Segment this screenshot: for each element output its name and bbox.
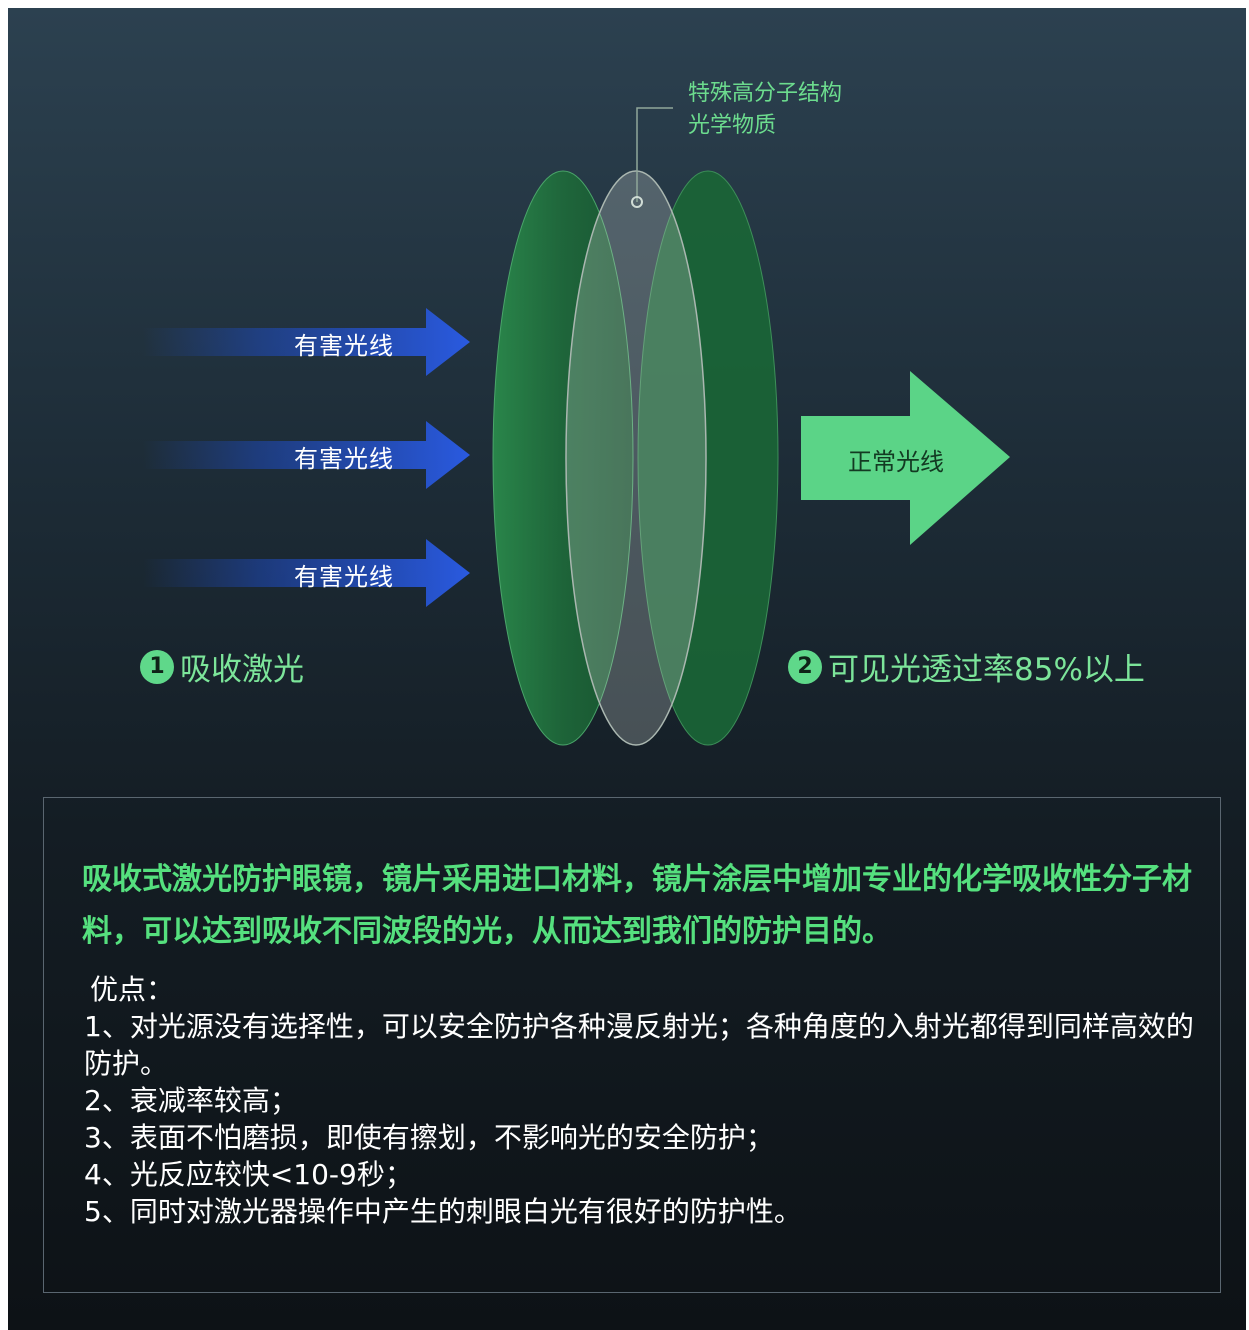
- advantage-item-4: 4、光反应较快<10-9秒；: [84, 1158, 413, 1191]
- diagram-panel: 特殊高分子结构 光学物质 有害光线 有害光线 有害光线 正常光线 1 吸收激光 …: [8, 8, 1246, 1330]
- advantage-item-3: 3、表面不怕磨损，即使有擦划，不影响光的安全防护；: [84, 1121, 774, 1154]
- incoming-arrow-2: [143, 421, 470, 489]
- incoming-arrow-label-3: 有害光线: [294, 563, 394, 591]
- step-1-number-badge: 1: [140, 649, 174, 684]
- step-2-label: 可见光透过率85%以上: [828, 652, 1145, 688]
- incoming-arrow-3: [143, 539, 470, 607]
- advantage-item-1: 1、对光源没有选择性，可以安全防护各种漫反射光；各种角度的入射光都得到同样高效的…: [84, 1010, 1194, 1080]
- headline-text: 吸收式激光防护眼镜，镜片采用进口材料，镜片涂层中增加专业的化学吸收性分子材料，可…: [82, 862, 1192, 949]
- advantages-list: 1、对光源没有选择性，可以安全防护各种漫反射光；各种角度的入射光都得到同样高效的…: [84, 1008, 1194, 1230]
- advantage-item-5: 5、同时对激光器操作中产生的刺眼白光有很好的防护性。: [84, 1195, 802, 1228]
- outgoing-arrow: [801, 371, 1010, 545]
- step-1-label: 吸收激光: [180, 652, 304, 688]
- description-box: 吸收式激光防护眼镜，镜片采用进口材料，镜片涂层中增加专业的化学吸收性分子材料，可…: [43, 797, 1221, 1293]
- lens-front-layer: [492, 170, 634, 746]
- diagram-graphics: [143, 107, 1010, 746]
- callout-line-2: 光学物质: [688, 113, 777, 138]
- lens-diagram: 特殊高分子结构 光学物质 有害光线 有害光线 有害光线 正常光线 1 吸收激光 …: [8, 8, 1246, 798]
- callout-line-1: 特殊高分子结构: [688, 81, 843, 106]
- step-1: 1 吸收激光: [140, 644, 304, 689]
- advantage-item-2: 2、衰减率较高；: [84, 1084, 298, 1117]
- incoming-arrow-1: [143, 308, 470, 376]
- incoming-arrow-label-1: 有害光线: [294, 332, 394, 360]
- incoming-arrow-label-2: 有害光线: [294, 445, 394, 473]
- lens-back-layer: [637, 170, 779, 746]
- outgoing-arrow-label: 正常光线: [848, 448, 944, 476]
- callout-leader-line: [636, 107, 673, 202]
- advantages-title: 优点：: [90, 973, 175, 1006]
- lens-middle-layer: [565, 170, 707, 746]
- step-2: 2 可见光透过率85%以上: [788, 644, 1145, 689]
- step-2-number-badge: 2: [788, 649, 822, 684]
- callout-point: [631, 196, 643, 208]
- callout-text: 特殊高分子结构 光学物质: [688, 78, 842, 142]
